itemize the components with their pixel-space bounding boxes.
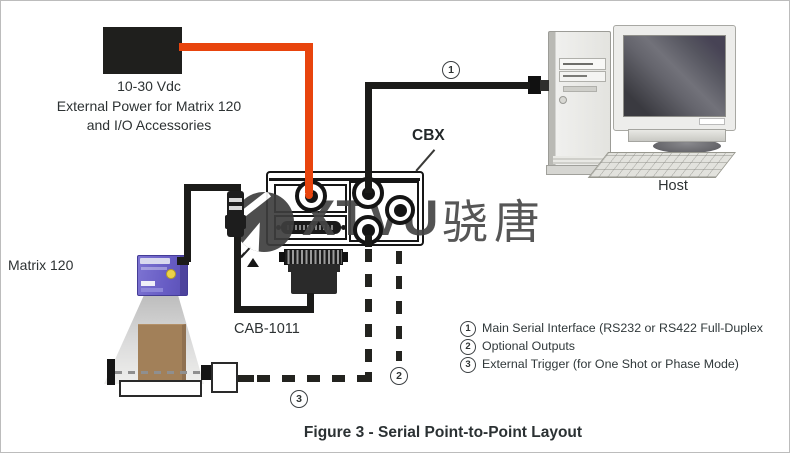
photocell-beam [115,371,209,374]
tower-drive-bay-2 [559,71,606,82]
power-supply-box [103,27,182,74]
figure-caption: Figure 3 - Serial Point-to-Point Layout [303,424,583,441]
cab-hood-tab-right [343,252,348,262]
trigger-line-vertical [365,249,372,375]
mount-triangle [247,258,259,267]
cab-cable-left-drop [184,184,191,262]
power-label-line3: and I/O Accessories [86,117,212,133]
reflector-bar [107,359,115,385]
db25-screw-right [341,225,346,230]
power-label-line2: External Power for Matrix 120 [56,97,242,114]
host-label: Host [658,178,688,194]
callout-1: 1 [442,61,460,79]
legend-text-2: Optional Outputs [482,339,575,353]
power-cable-tip [305,191,313,199]
cab-db25-hood [284,249,343,265]
legend-callout-1: 1 [460,321,476,337]
output-line-vertical [396,251,402,361]
conveyor-platform [119,380,202,397]
matrix-label: Matrix 120 [8,257,74,273]
reader-top-label [140,258,170,264]
cab-label: CAB-1011 [234,321,300,337]
callout-2: 2 [390,367,408,385]
legend-callout-2: 2 [460,339,476,355]
cab-cable-mid-drop [234,184,241,313]
legend-text-3: External Trigger (for One Shot or Phase … [482,357,739,371]
trigger-sensor [211,362,238,393]
cbx-right-panel [349,181,419,242]
cab-hood-tab-left [279,252,284,262]
inline-connector [225,191,246,237]
cbx-leader-line [415,149,435,172]
tower-floppy-slot [563,86,597,92]
serial-cable-horizontal [365,82,530,89]
drive-slot [563,75,587,77]
cbx-box [266,171,424,246]
power-label: 10-30 Vdc External Power for Matrix 120 … [13,77,285,136]
legend-item-1: 1 Main Serial Interface (RS232 or RS422 … [460,321,763,337]
callout-3: 3 [290,390,308,408]
cab-cable-riser [307,293,314,310]
cab-body [291,264,337,294]
monitor-pedestal [653,139,721,153]
serial-cable-vertical [365,85,372,193]
trigger-line-horizontal [257,375,369,382]
legend-item-3: 3 External Trigger (for One Shot or Phas… [460,357,739,373]
trigger-line-start [238,375,254,382]
reader-side-face [180,256,187,295]
legend-text-1: Main Serial Interface (RS232 or RS422 Fu… [482,321,763,335]
cbx-gland-output [385,195,415,225]
tower-power-button [559,96,567,104]
watermark-hanzi: 骁唐 [442,196,546,248]
serial-plug [528,76,541,94]
legend-item-2: 2 Optional Outputs [460,339,575,355]
cbx-top-rail [269,178,420,181]
connector-band-2 [229,206,242,210]
reader-label-bar-2 [141,288,163,292]
connector-band-1 [229,198,242,202]
monitor-screen [623,35,726,117]
monitor-brand-strip [699,118,725,125]
power-label-line1: 10-30 Vdc [117,78,181,94]
host-monitor [613,25,736,131]
drive-slot [563,63,593,65]
power-cable-vertical [305,43,313,193]
serial-plug-nub [540,80,549,91]
db25-pins [287,225,335,230]
cab-cable-bottom [234,306,314,313]
cbx-db25-connector [281,221,341,234]
host-keyboard [587,152,736,178]
power-cable-horizontal [179,43,313,51]
tower-vent [553,156,605,164]
cab-cable-elbow [177,257,189,265]
tower-drive-bay-1 [559,58,606,70]
monitor-chin-panel [628,129,726,142]
cab-cable-top [184,184,241,191]
trigger-stub [365,235,372,247]
connector-bulge [225,215,246,229]
reader-led [166,269,176,279]
reader-text-row [141,267,167,270]
host-tower [548,31,611,168]
reader-label-bar-1 [141,281,155,286]
cbx-label: CBX [412,127,445,144]
sensor-plug [201,365,211,380]
legend-callout-3: 3 [460,357,476,373]
